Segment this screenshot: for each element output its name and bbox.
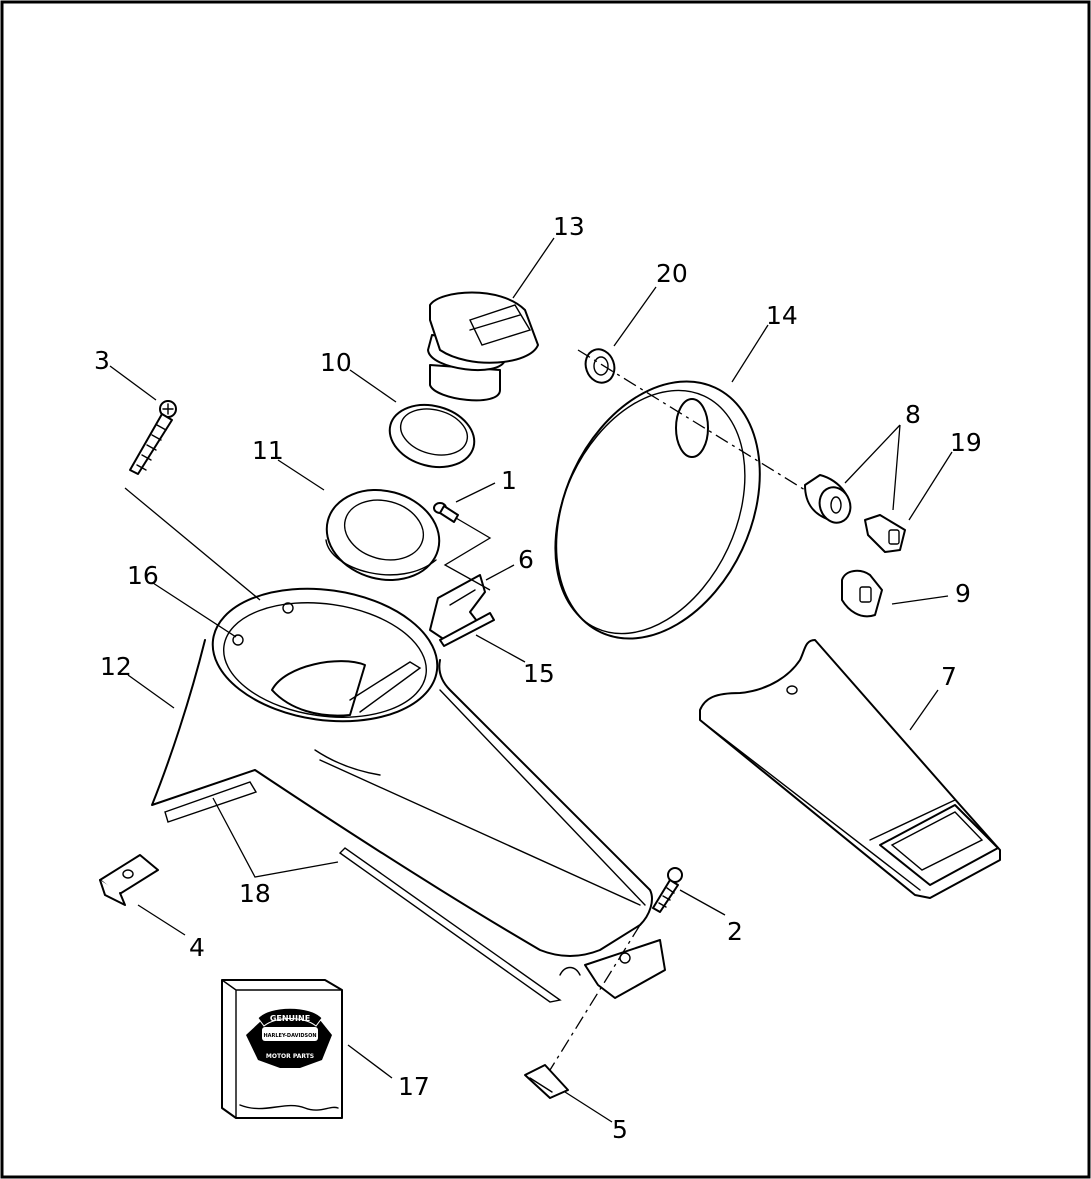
callout-2: 2 — [727, 917, 743, 946]
cap-gasket — [388, 403, 476, 469]
callouts: 1 2 3 4 5 6 7 8 9 10 11 12 13 14 15 16 1… — [94, 212, 982, 1144]
cover-disc — [554, 380, 761, 640]
hinge-pin — [439, 612, 495, 647]
callout-11: 11 — [252, 436, 284, 465]
callout-13: 13 — [553, 212, 585, 241]
callout-7: 7 — [941, 662, 957, 691]
filler-ring — [325, 489, 441, 581]
spring-clip — [524, 1064, 569, 1099]
genuine-parts-box: GENUINE HARLEY-DAVIDSON MOTOR PARTS — [221, 979, 343, 1119]
callout-10: 10 — [320, 348, 352, 377]
callout-17: 17 — [398, 1072, 430, 1101]
callout-20: 20 — [656, 259, 688, 288]
axis-line-lock — [577, 349, 806, 491]
genuine-logo: GENUINE HARLEY-DAVIDSON MOTOR PARTS — [246, 1007, 332, 1068]
logo-motor-parts-text: MOTOR PARTS — [266, 1053, 314, 1060]
callout-12: 12 — [100, 652, 132, 681]
callout-14: 14 — [766, 301, 798, 330]
callout-16: 16 — [127, 561, 159, 590]
lock-cover — [841, 569, 883, 618]
trim-panel — [699, 639, 1001, 899]
callout-18: 18 — [239, 879, 271, 908]
callout-9: 9 — [955, 579, 971, 608]
console-housing — [151, 587, 666, 1003]
callout-1: 1 — [501, 466, 517, 495]
logo-brand-text: HARLEY-DAVIDSON — [263, 1033, 316, 1039]
callout-3: 3 — [94, 346, 110, 375]
callout-4: 4 — [189, 933, 205, 962]
callout-8: 8 — [905, 400, 921, 429]
leader-lines — [109, 237, 953, 1123]
long-screw — [129, 400, 177, 475]
callout-6: 6 — [518, 545, 534, 574]
axis-line-clip — [549, 924, 641, 1071]
clip-nut — [99, 854, 159, 906]
callout-5: 5 — [612, 1115, 628, 1144]
callout-19: 19 — [950, 428, 982, 457]
lock-cylinder — [804, 474, 852, 524]
lock-key — [864, 514, 906, 553]
nut — [584, 348, 616, 384]
mount-screw — [652, 867, 683, 913]
callout-15: 15 — [523, 659, 555, 688]
fuel-cap — [427, 291, 539, 402]
logo-genuine-text: GENUINE — [270, 1014, 310, 1023]
small-screw — [433, 502, 459, 523]
